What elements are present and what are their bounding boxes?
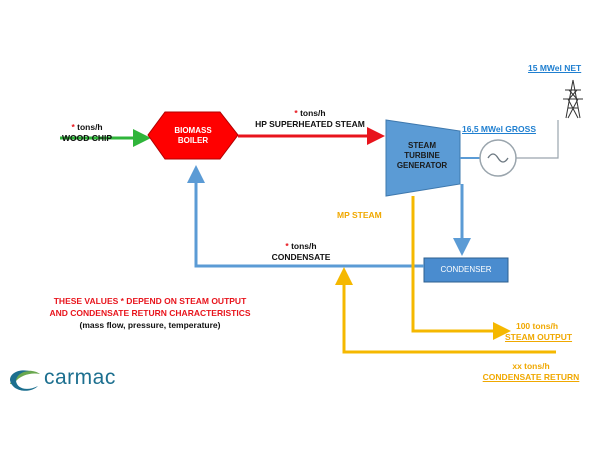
condensate-label: * tons/h CONDENSATE xyxy=(266,241,336,263)
note-block: THESE VALUES * DEPEND ON STEAM OUTPUT AN… xyxy=(35,295,265,331)
wood-chip-flow: tons/h xyxy=(77,122,103,132)
condensate-return-label: xx tons/h CONDENSATE RETURN xyxy=(472,361,590,383)
turbine-label-2: TURBINE xyxy=(404,151,440,160)
hp-steam-flow: tons/h xyxy=(300,108,326,118)
condensate-return-name: CONDENSATE RETURN xyxy=(482,372,580,382)
condensate-name: CONDENSATE xyxy=(271,252,331,262)
wood-chip-name: WOOD CHIP xyxy=(62,133,113,143)
mp-steam-label: MP STEAM xyxy=(337,210,382,220)
boiler-label-2: BOILER xyxy=(177,136,209,145)
turbine-label: STEAM TURBINE GENERATOR xyxy=(390,141,454,171)
hp-steam-asterisk: * xyxy=(294,108,298,118)
condensate-return-line xyxy=(187,165,424,268)
steam-output-name: STEAM OUTPUT xyxy=(505,332,573,342)
carmac-logo-e xyxy=(10,370,38,391)
condensate-flow: tons/h xyxy=(291,241,317,251)
carmac-logo-text: carmac xyxy=(44,366,116,389)
wood-chip-asterisk: * xyxy=(71,122,75,132)
mp-steam-output-line xyxy=(411,196,511,340)
boiler-label: BIOMASS BOILER xyxy=(162,126,224,146)
steam-output-flow: 100 tons/h xyxy=(515,321,559,331)
external-condensate-return-line xyxy=(335,267,556,354)
turbine-label-1: STEAM xyxy=(408,141,436,150)
hp-steam-label: * tons/h HP SUPERHEATED STEAM xyxy=(250,108,370,130)
condenser-shape xyxy=(423,257,509,283)
grid-connection-line xyxy=(516,120,559,159)
steam-output-label: 100 tons/h STEAM OUTPUT xyxy=(505,321,573,343)
ac-wave-icon xyxy=(487,153,509,163)
condensate-asterisk: * xyxy=(285,241,289,251)
net-output-label: 15 MWel NET xyxy=(528,63,582,73)
wood-chip-label: * tons/h WOOD CHIP xyxy=(62,122,112,144)
note-line-2: AND CONDENSATE RETURN CHARACTERISTICS xyxy=(49,308,251,318)
hp-steam-name: HP SUPERHEATED STEAM xyxy=(255,119,365,129)
transmission-tower-icon xyxy=(563,79,583,119)
note-line-1: THESE VALUES * DEPEND ON STEAM OUTPUT xyxy=(53,296,247,306)
note-line-3: (mass flow, pressure, temperature) xyxy=(79,320,221,330)
biomass-boiler-shape xyxy=(147,111,239,160)
condensate-return-flow: xx tons/h xyxy=(512,361,550,371)
gross-output-label: 16,5 MWel GROSS xyxy=(462,124,537,134)
steam-turbine-shape xyxy=(385,119,461,197)
turbine-label-3: GENERATOR xyxy=(396,161,448,170)
condenser-label: CONDENSER xyxy=(440,265,492,274)
boiler-label-1: BIOMASS xyxy=(174,126,212,135)
